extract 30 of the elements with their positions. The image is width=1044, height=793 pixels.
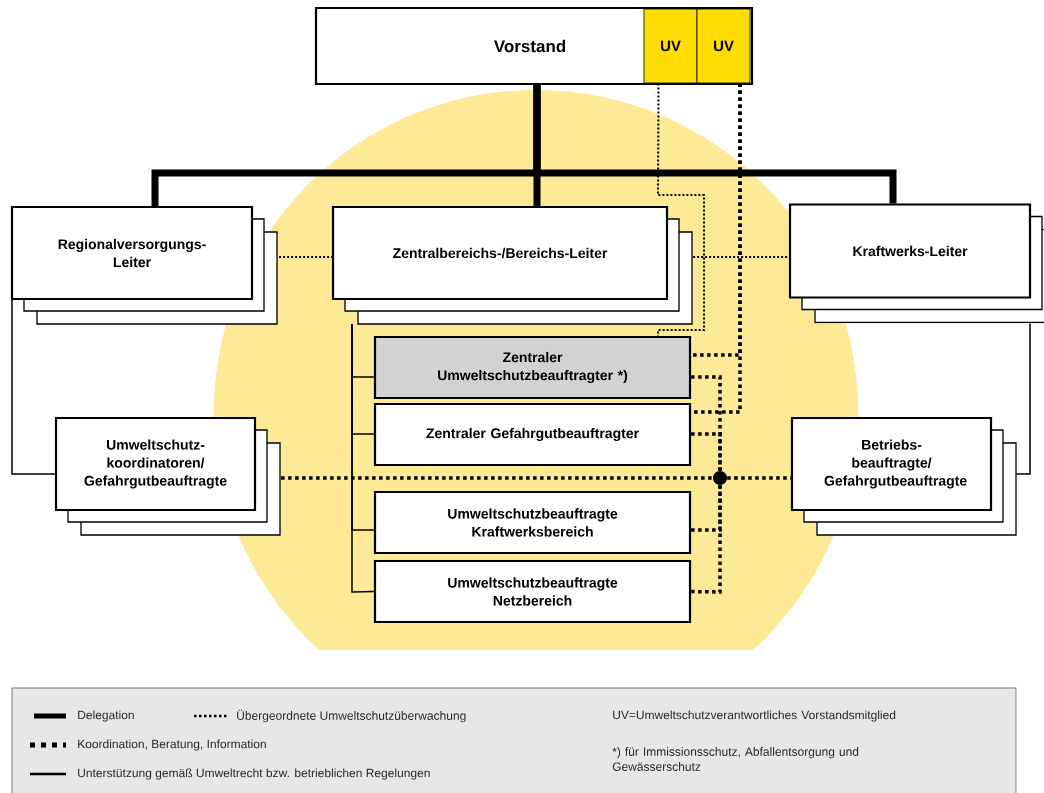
position-box: Zentralbereichs-/Bereichs-Leiter <box>331 205 693 325</box>
uv-box: UV <box>696 8 751 84</box>
position-box: Zentraler Umweltschutzbeauftragter *) <box>373 335 692 400</box>
legend-text: Delegation <box>78 710 134 722</box>
position-box: Betriebs- beauftragte/ Gefahrgutbeauftragte <box>790 416 1017 536</box>
connector <box>727 476 791 480</box>
connector <box>692 256 790 258</box>
legend-text: Übergeordnete Umweltschutzüberwachung <box>237 709 466 723</box>
position-box: Umweltschutz- koordinatoren/ Gefahrgutbeauftragte <box>54 416 281 536</box>
connector <box>691 485 722 594</box>
note-text: *) für Immissionsschutz, Abfallentsorgung und Gewässerschutz <box>612 747 859 771</box>
position-box: Umweltschutzbeauftragte Kraftwerksbereich <box>373 490 692 555</box>
connector <box>278 256 333 258</box>
connector <box>691 432 722 471</box>
position-box: Regionalversorgungs- Leiter <box>10 205 278 325</box>
position-box: Zentraler Gefahrgutbeauftragter <box>373 402 692 467</box>
connector <box>11 299 56 475</box>
position-box: Umweltschutzbeauftragte Netzbereich <box>373 559 692 624</box>
junction-dot <box>713 471 727 485</box>
connector <box>351 323 375 593</box>
connector <box>691 485 722 532</box>
position-box: Kraftwerks-Leiter <box>788 203 1044 324</box>
note-text: UV=Umweltschutzverantwortliches Vorstandsmitglied <box>613 710 896 722</box>
connector <box>281 476 713 480</box>
legend-text: Koordination, Beratung, Information <box>78 739 266 751</box>
connector <box>691 83 742 414</box>
legend-text: Unterstützung gemäß Umweltrecht bzw. betrieblichen Regelungen <box>78 768 430 780</box>
uv-box: UV <box>643 8 698 84</box>
connector <box>1015 322 1031 475</box>
connector <box>691 375 722 471</box>
